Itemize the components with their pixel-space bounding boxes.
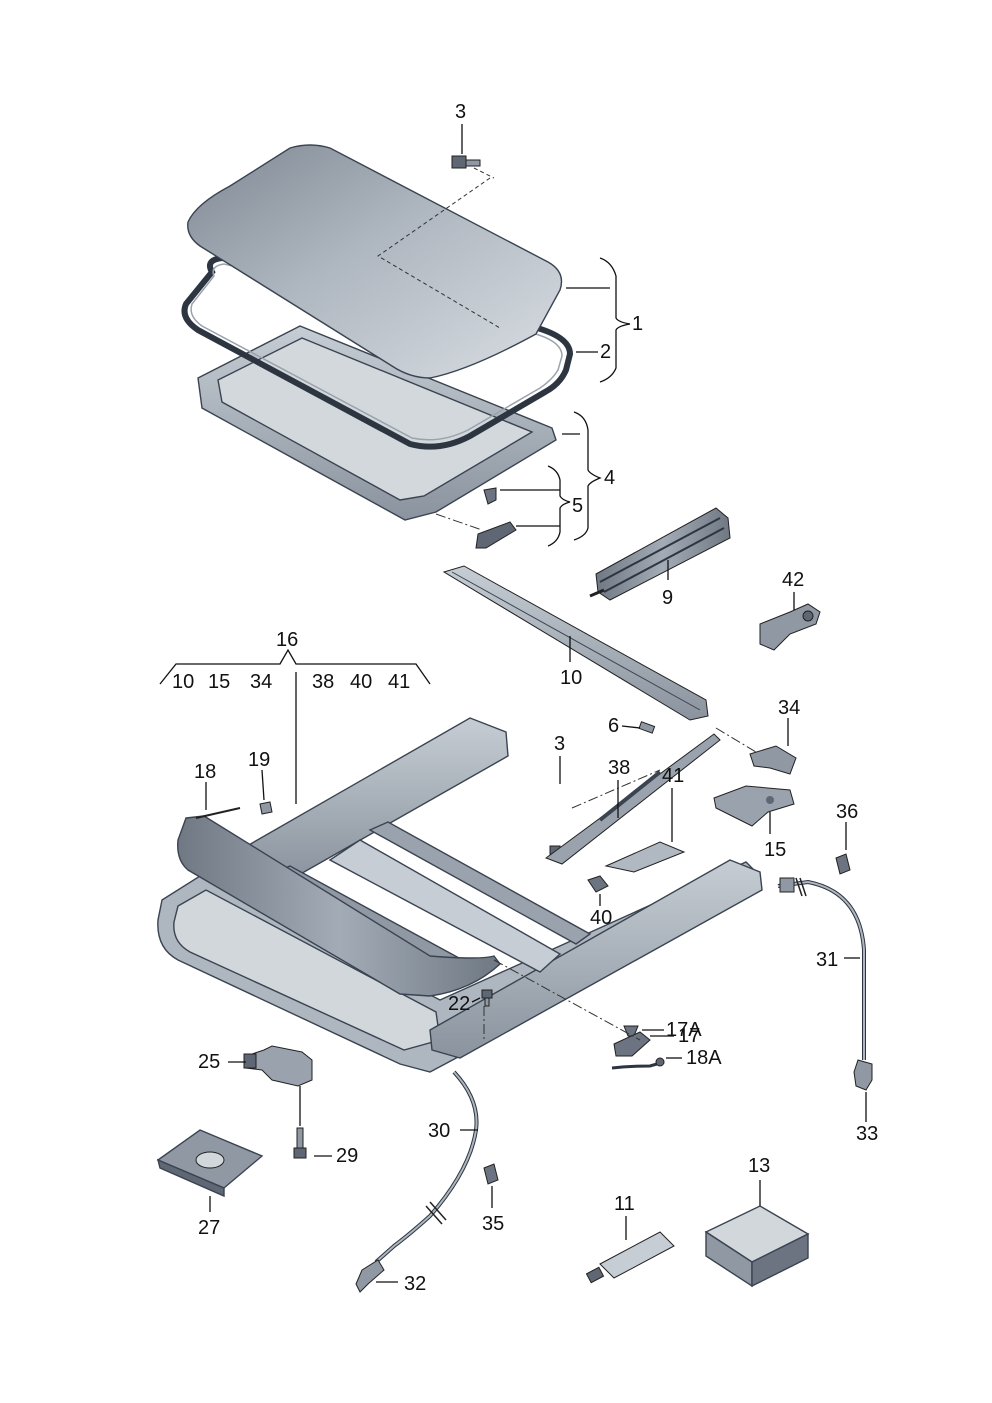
callout-11: 11	[614, 1193, 635, 1215]
callout-17a: 17A	[666, 1019, 702, 1041]
callout-16: 16	[276, 629, 298, 651]
callout-42: 42	[782, 569, 804, 591]
nozzle-33	[853, 1059, 873, 1091]
grease-tube-11	[585, 1231, 675, 1284]
callout-25: 25	[198, 1051, 220, 1073]
callout-38: 38	[608, 757, 630, 779]
callout-41: 41	[662, 765, 684, 787]
clip-40	[587, 875, 609, 893]
valve-35	[483, 1163, 499, 1185]
callout-32: 32	[404, 1273, 426, 1295]
group-16-member-38: 38	[312, 671, 334, 693]
callout-15: 15	[764, 839, 786, 861]
clip-part-5-upper	[483, 487, 497, 505]
callout-6: 6	[608, 715, 619, 737]
bracket-17	[613, 1031, 651, 1057]
hose-18a	[611, 1057, 665, 1070]
callout-34: 34	[778, 697, 800, 719]
callout-27: 27	[198, 1217, 220, 1239]
callout-35: 35	[482, 1213, 504, 1235]
callout-labels: 3 1 2 4 5 9 42 16 10 15 34 38 40 41 10 3…	[172, 101, 878, 1295]
callout-3-top: 3	[455, 101, 466, 123]
glass-dashline	[377, 177, 501, 329]
callout-19: 19	[248, 749, 270, 771]
bolt-29	[293, 1127, 307, 1159]
nozzle-32	[355, 1259, 385, 1293]
callout-1: 1	[632, 313, 643, 335]
plate-41	[604, 841, 686, 873]
group-16-member-10: 10	[172, 671, 194, 693]
callout-36: 36	[836, 801, 858, 823]
callout-33: 33	[856, 1123, 878, 1145]
sun-shade-roll	[589, 507, 731, 601]
cap-36	[835, 853, 851, 875]
clip-19	[259, 801, 273, 815]
callout-13: 13	[748, 1155, 770, 1177]
clip-part-5-lower	[475, 521, 517, 549]
outer-frame	[157, 861, 759, 1073]
callout-18a: 18A	[686, 1047, 722, 1069]
callout-40: 40	[590, 907, 612, 929]
callout-3-mid: 3	[554, 733, 565, 755]
callout-10: 10	[560, 667, 582, 689]
bracket-42	[759, 603, 821, 651]
callout-5: 5	[572, 495, 583, 517]
control-unit-27	[156, 1129, 264, 1198]
callout-9: 9	[662, 587, 673, 609]
bracket-34	[749, 745, 797, 775]
leader-lines	[159, 124, 867, 1283]
callout-2: 2	[600, 341, 611, 363]
group-16-member-41: 41	[388, 671, 410, 693]
group-16-member-40: 40	[350, 671, 372, 693]
callout-29: 29	[336, 1145, 358, 1167]
group-16-member-15: 15	[208, 671, 230, 693]
seal-ring-inner	[190, 263, 563, 441]
group-16-member-34: 34	[250, 671, 272, 693]
drain-hose-30	[374, 1070, 479, 1264]
motor-25	[243, 1045, 313, 1087]
screw-22	[481, 989, 493, 1007]
callout-22: 22	[448, 993, 470, 1015]
guide-rail-10	[442, 565, 709, 721]
glass-lid	[187, 144, 563, 379]
box-13	[704, 1205, 810, 1288]
bolt-3-top	[451, 155, 481, 169]
drain-hose-31	[777, 877, 866, 1060]
callout-31: 31	[816, 949, 838, 971]
callout-4: 4	[604, 467, 615, 489]
rear-crossbar	[368, 821, 592, 945]
right-rail	[429, 859, 763, 1059]
callout-17: 17	[678, 1025, 700, 1047]
pin-6	[638, 721, 656, 734]
wind-deflector-18	[177, 807, 501, 997]
callout-30: 30	[428, 1120, 450, 1142]
glass-panel-group	[181, 144, 574, 521]
callout-18: 18	[194, 761, 216, 783]
lever-38	[544, 733, 721, 865]
bracket-15	[713, 785, 795, 827]
